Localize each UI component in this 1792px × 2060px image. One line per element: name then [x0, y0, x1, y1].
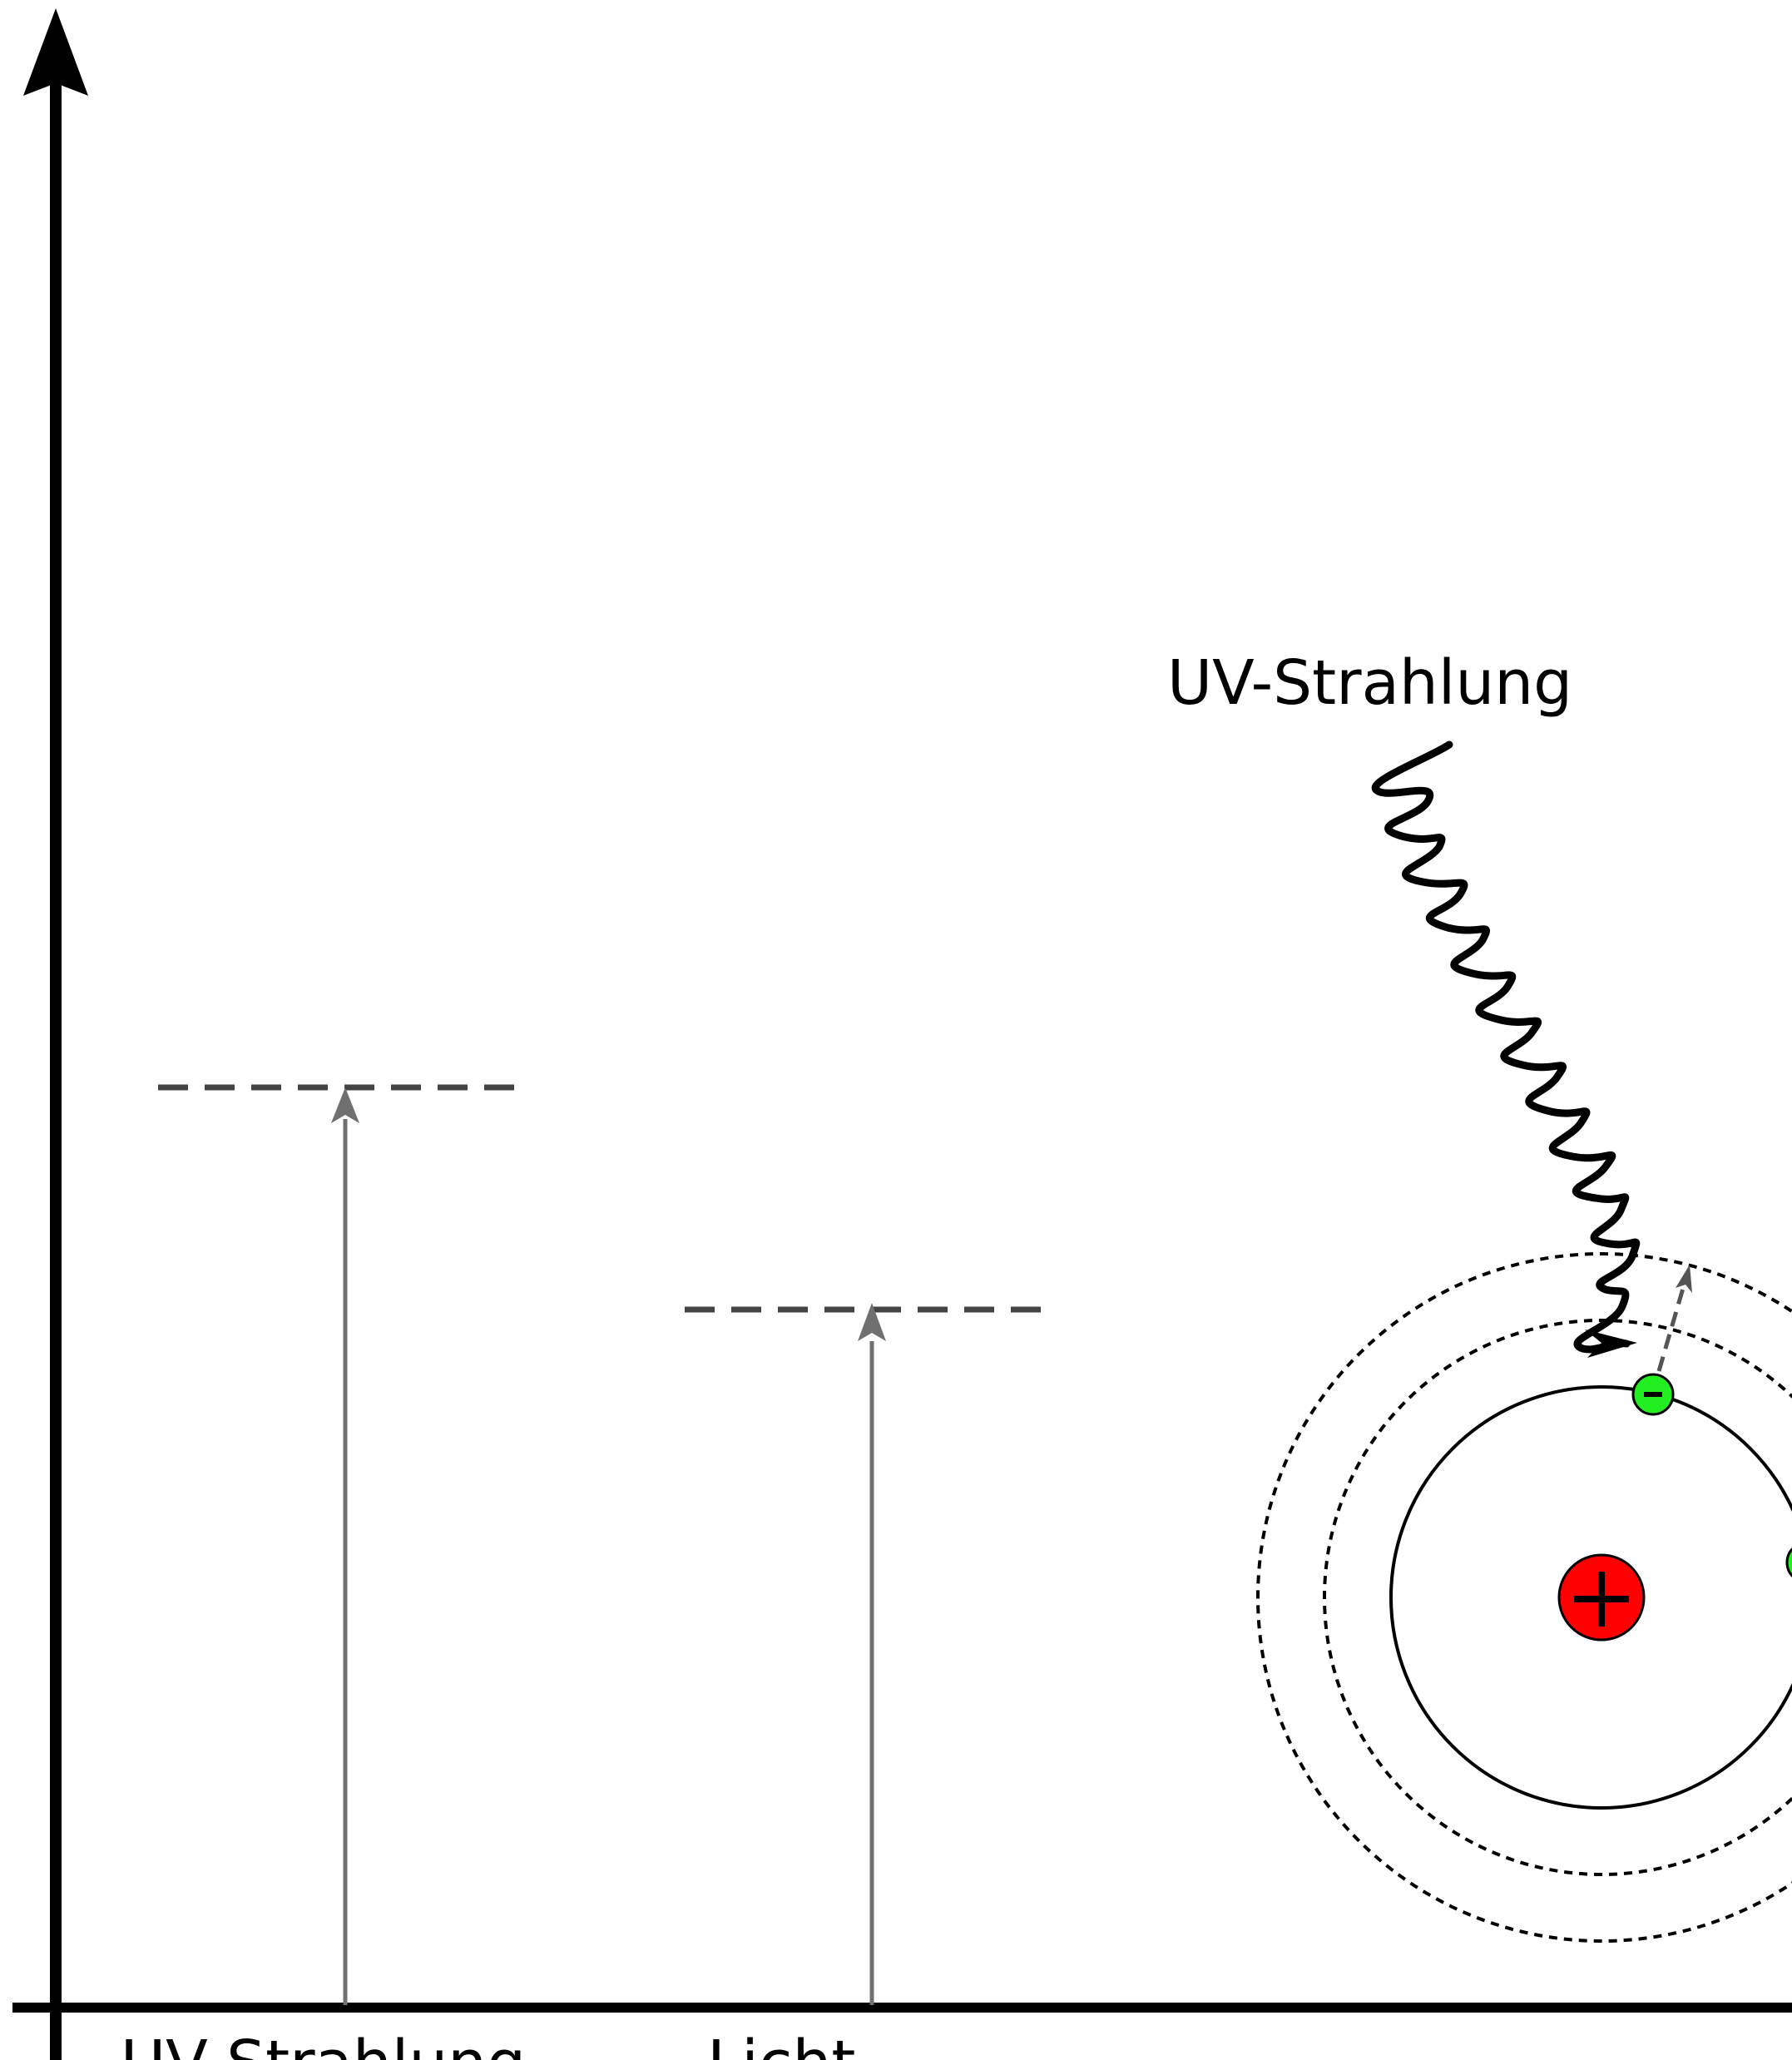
uv-radiation-label: UV-Strahlung [1167, 647, 1572, 719]
ground-orbit [1389, 1385, 1792, 1810]
transition-arrow-2-head [858, 1303, 886, 1341]
uv-wave-arrowhead [1585, 1330, 1637, 1358]
bottom-axis-label-2: Licht [707, 2028, 855, 2060]
transition-arrow-1-head [331, 1087, 359, 1123]
outer-orbit-1 [1323, 1319, 1792, 1876]
electron-right [1785, 1547, 1792, 1578]
excitation-arrow [1656, 1285, 1686, 1372]
outer-orbit-2 [1256, 1252, 1792, 1943]
bottom-axis-label: UV-Strahlung [121, 2028, 526, 2060]
uv-wave [1371, 740, 1641, 1354]
energy-axis-arrowhead [23, 8, 88, 96]
excitation-arrow-head [1676, 1265, 1692, 1293]
